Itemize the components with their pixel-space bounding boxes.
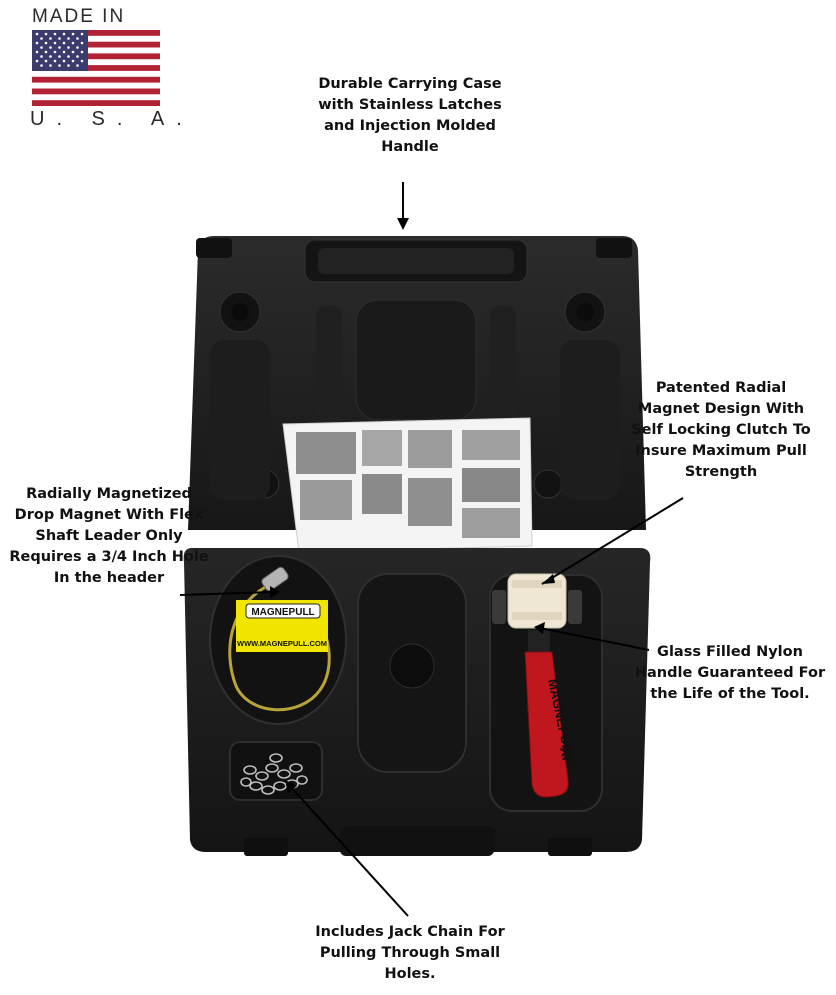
callout-line: Glass Filled Nylon: [657, 644, 803, 660]
callout-line: In the header: [53, 570, 165, 586]
usa-text: U. S. A.: [30, 108, 194, 130]
callout-line: Drop Magnet With Flex: [14, 507, 204, 523]
callout-line: Pulling Through Small: [319, 945, 501, 961]
callout-line: and Injection Molded: [324, 118, 496, 134]
callout-line: the Life of the Tool.: [650, 686, 810, 702]
drop-magnet-flex-shaft: [228, 566, 331, 712]
callout-line: Shaft Leader Only: [35, 528, 183, 544]
label-brand-text: MAGNEPULL: [251, 607, 314, 618]
callout-line: Handle Guaranteed For: [634, 665, 826, 681]
callout-line: Insure Maximum Pull: [635, 443, 807, 459]
callout-line: Self Locking Clutch To: [631, 422, 811, 438]
callout-radial-magnet: Patented Radial Magnet Design With Self …: [612, 378, 830, 483]
callout-line: Magnet Design With: [637, 401, 805, 417]
callout-line: Patented Radial: [655, 380, 787, 396]
callout-line: Strength: [684, 464, 758, 480]
case-base: [183, 548, 651, 856]
us-flag-icon: [32, 30, 160, 106]
callout-line: Handle: [381, 139, 439, 155]
magnepull-label: MAGNEPULL WWW.MAGNEPULL.COM: [236, 600, 328, 652]
callout-line: Durable Carrying Case: [318, 76, 502, 92]
callout-arrows: [179, 182, 684, 917]
made-in-text: MADE IN: [32, 6, 126, 27]
callout-drop-magnet: Radially Magnetized Drop Magnet With Fle…: [4, 484, 214, 589]
callout-line: with Stainless Latches: [318, 97, 502, 113]
callout-carrying-case: Durable Carrying Case with Stainless Lat…: [300, 74, 520, 158]
label-url-text: WWW.MAGNEPULL.COM: [237, 639, 327, 648]
callout-line: Requires a 3/4 Inch Hole: [9, 549, 209, 565]
callout-handle: Glass Filled Nylon Handle Guaranteed For…: [626, 642, 834, 705]
handle-model-text: XP: [557, 745, 577, 767]
callout-line: Includes Jack Chain For: [315, 924, 505, 940]
case-lid: [188, 236, 646, 530]
callout-line: Radially Magnetized: [26, 486, 192, 502]
magnepull-xp-tool: MAGNEPULL XP: [492, 573, 582, 798]
handle-brand-text: MAGNEPULL: [545, 678, 577, 762]
instruction-sheet: [282, 417, 533, 553]
jack-chain: [240, 753, 308, 795]
callout-jack-chain: Includes Jack Chain For Pulling Through …: [292, 922, 528, 985]
callout-line: Holes.: [384, 966, 436, 982]
